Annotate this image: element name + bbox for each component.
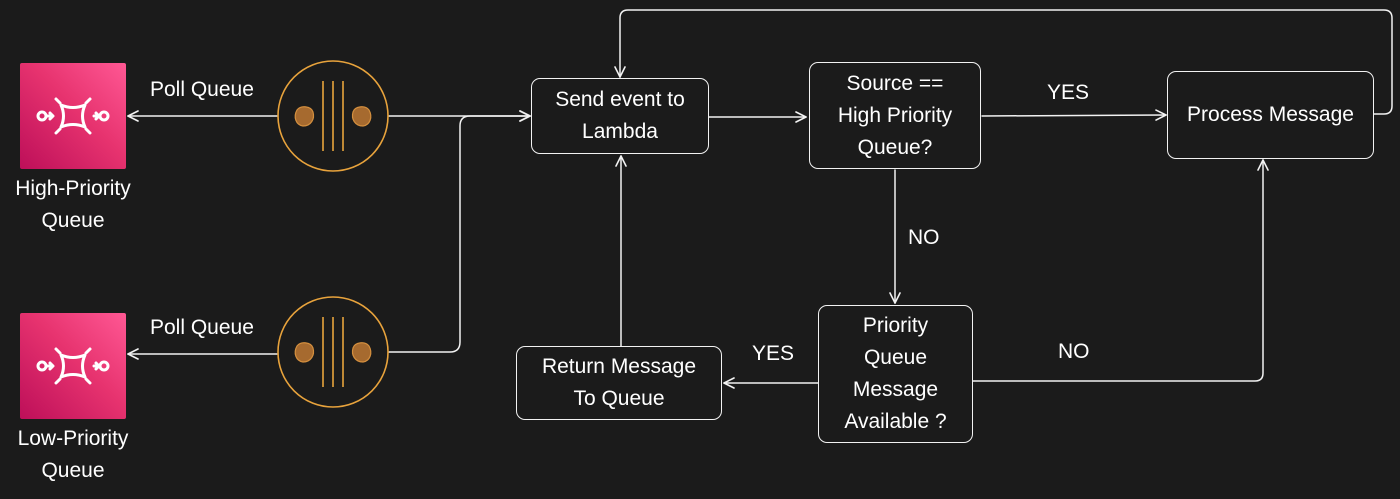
edge-process-loop <box>614 9 1393 115</box>
poll-queue-high-label: Poll Queue <box>150 78 254 101</box>
source-no-label: NO <box>908 226 940 249</box>
sqs-queue-icon <box>20 63 126 169</box>
low-priority-queue-label: Low-Priority Queue <box>17 427 129 482</box>
available-yes-label: YES <box>752 342 795 365</box>
lambda-poller-icon <box>277 296 389 408</box>
source-check-node: Source == High Priority Queue? <box>809 62 981 169</box>
poll-queue-low-label: Poll Queue <box>150 316 254 339</box>
edge-available-no <box>972 159 1269 382</box>
edge-source-yes <box>981 109 1167 121</box>
source-yes-label: YES <box>1047 81 1090 104</box>
process-message-node: Process Message <box>1167 71 1374 159</box>
sqs-queue-icon <box>20 313 126 419</box>
high-priority-queue-label: High-Priority Queue <box>15 177 131 232</box>
lambda-poller-icon <box>277 60 389 172</box>
edge-low-poller-to-send <box>388 110 531 353</box>
available-no-label: NO <box>1058 340 1090 363</box>
priority-available-node: Priority Queue Message Available ? <box>818 305 973 443</box>
send-event-node: Send event to Lambda <box>531 78 709 154</box>
return-message-node: Return Message To Queue <box>516 346 722 420</box>
